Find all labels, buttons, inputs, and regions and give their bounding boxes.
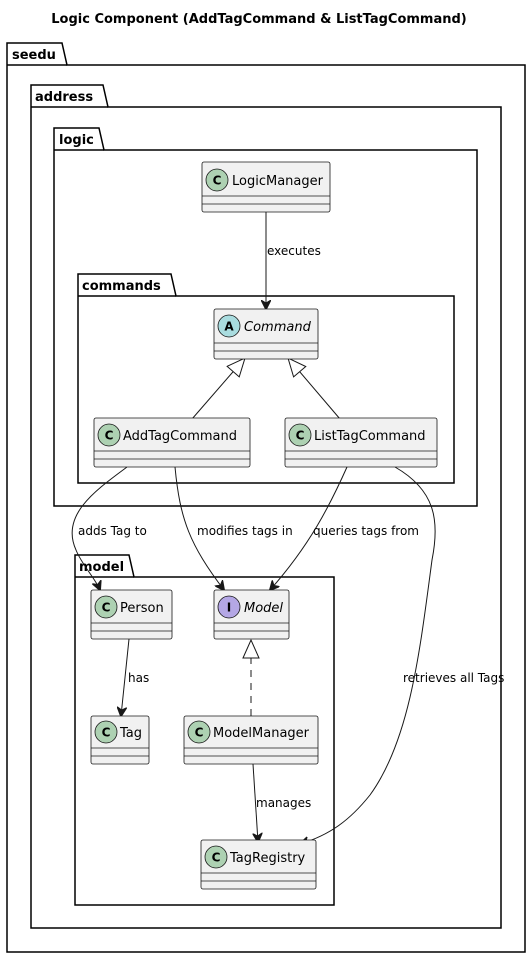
class-addtagcommand: C AddTagCommand	[93, 417, 251, 468]
package-model-label: model	[79, 560, 124, 575]
abstract-stereotype-icon	[217, 314, 241, 338]
package-seedu-label: seedu	[12, 48, 56, 63]
edge-addtagcommand-extends-command	[191, 358, 245, 420]
class-command-name: Command	[244, 320, 312, 335]
interface-stereotype-icon	[217, 595, 241, 619]
package-commands: commands	[77, 273, 455, 484]
class-stereotype-letter: C	[102, 726, 111, 740]
class-addtagcommand-name: AddTagCommand	[123, 429, 237, 444]
class-listtagcommand: C ListTagCommand	[284, 417, 438, 468]
class-logicmanager-name: LogicManager	[232, 174, 324, 189]
edge-queries-tags-from: queries tags from	[270, 466, 419, 590]
edge-modifies-tags-in-label: modifies tags in	[197, 524, 293, 538]
class-tag: C Tag	[90, 715, 150, 765]
class-stereotype-icon	[288, 423, 312, 447]
diagram-title: Logic Component (AddTagCommand & ListTag…	[51, 12, 467, 27]
edge-queries-tags-from-label: queries tags from	[313, 524, 419, 538]
edge-executes-label: executes	[267, 244, 321, 258]
class-person: C Person	[90, 589, 173, 640]
class-stereotype-icon	[97, 423, 121, 447]
package-address: address	[30, 84, 502, 929]
class-stereotype-icon	[205, 168, 229, 192]
class-stereotype-letter: C	[296, 429, 305, 443]
class-tagregistry-name: TagRegistry	[229, 851, 306, 866]
class-stereotype-icon	[94, 595, 118, 619]
package-address-label: address	[35, 90, 93, 105]
class-stereotype-icon	[187, 720, 211, 744]
class-stereotype-letter: C	[195, 726, 204, 740]
package-logic: logic	[53, 127, 478, 507]
edge-manages-label: manages	[256, 796, 311, 810]
class-stereotype-letter: A	[224, 320, 234, 334]
class-stereotype-letter: C	[212, 851, 221, 865]
edge-adds-tag-to-label: adds Tag to	[78, 524, 147, 538]
interface-model-name: Model	[244, 601, 283, 616]
class-tagregistry: C TagRegistry	[200, 839, 317, 890]
edge-manages: manages	[253, 763, 311, 842]
class-stereotype-icon	[94, 720, 118, 744]
edge-modifies-tags-in: modifies tags in	[174, 466, 293, 590]
package-seedu: seedu	[6, 42, 526, 953]
edge-retrieves-all-tags-label: retrieves all Tags	[403, 671, 504, 685]
package-logic-label: logic	[59, 133, 94, 148]
class-listtagcommand-name: ListTagCommand	[314, 429, 426, 444]
class-modelmanager-name: ModelManager	[213, 726, 310, 741]
package-model: model	[74, 554, 335, 906]
edge-listtagcommand-extends-command	[288, 358, 341, 420]
class-command: A Command	[213, 308, 319, 360]
class-tag-name: Tag	[119, 726, 142, 741]
edge-executes: executes	[266, 212, 321, 309]
class-stereotype-icon	[204, 845, 228, 869]
class-stereotype-letter: C	[105, 429, 114, 443]
interface-model: I Model	[213, 589, 290, 640]
package-commands-label: commands	[82, 279, 161, 294]
edge-has: has	[121, 638, 149, 716]
edge-has-label: has	[128, 671, 149, 685]
class-person-name: Person	[120, 601, 164, 616]
class-stereotype-letter: C	[213, 174, 222, 188]
class-stereotype-letter: C	[102, 601, 111, 615]
class-logicmanager: C LogicManager	[201, 161, 331, 213]
edge-adds-tag-to: adds Tag to	[71, 466, 147, 590]
edge-retrieves-all-tags: retrieves all Tags	[300, 466, 504, 844]
class-stereotype-letter: I	[227, 601, 231, 615]
class-modelmanager: C ModelManager	[183, 715, 319, 765]
